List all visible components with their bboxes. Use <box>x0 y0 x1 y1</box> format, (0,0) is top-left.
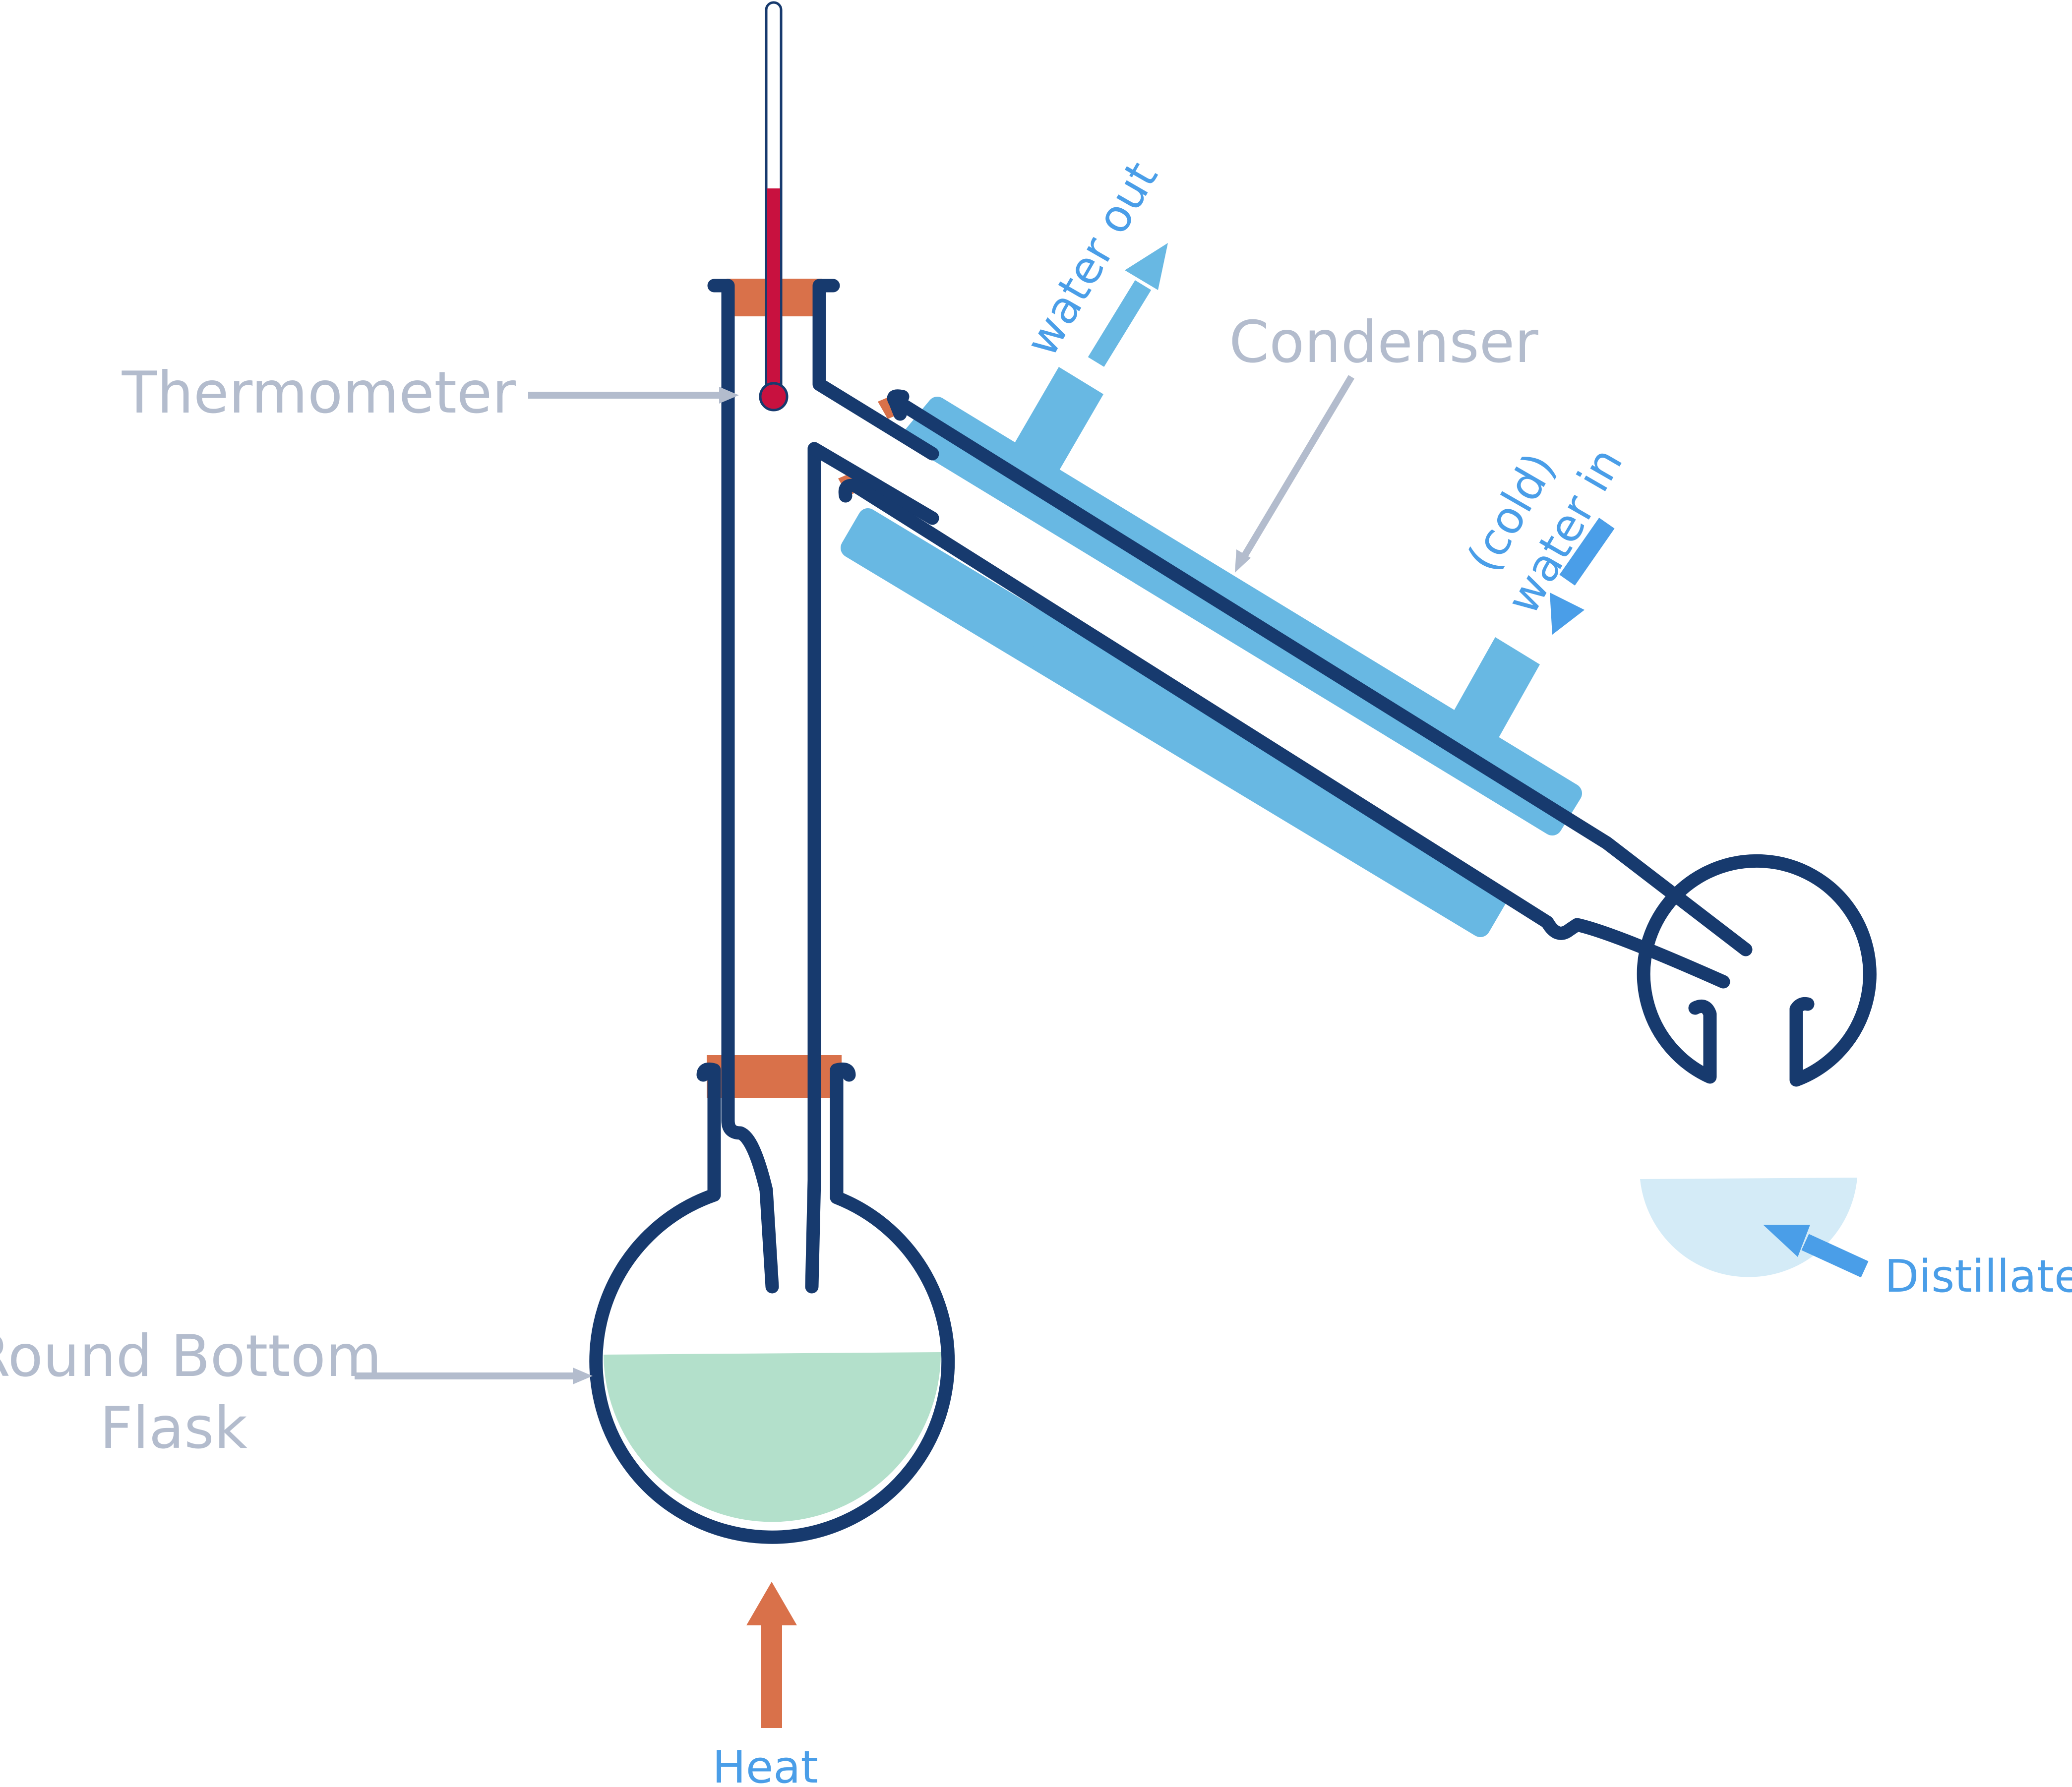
thermometer <box>759 1 789 412</box>
stoppers <box>707 279 905 1098</box>
glassware <box>589 279 1877 1544</box>
arrows <box>355 243 1869 1728</box>
condenser-jacket <box>841 367 1582 937</box>
round-bottom-label-line1: Round Bottom <box>0 1323 382 1390</box>
condenser-label: Condenser <box>1229 309 1538 376</box>
thermometer-label: Thermometer <box>122 359 516 426</box>
up-left-arrow-icon <box>1801 1234 1869 1278</box>
distillate-label: Distillate <box>1885 1251 2072 1303</box>
heat-label: Heat <box>712 1741 818 1787</box>
up-right-arrow-icon <box>1088 280 1152 367</box>
down-left-arrow-icon <box>1559 518 1615 586</box>
round-bottom-label-line2: Flask <box>100 1395 247 1462</box>
flask-liquid <box>604 1352 941 1522</box>
distillate-liquid <box>1640 1178 1857 1277</box>
up-arrow-icon <box>761 1624 782 1728</box>
